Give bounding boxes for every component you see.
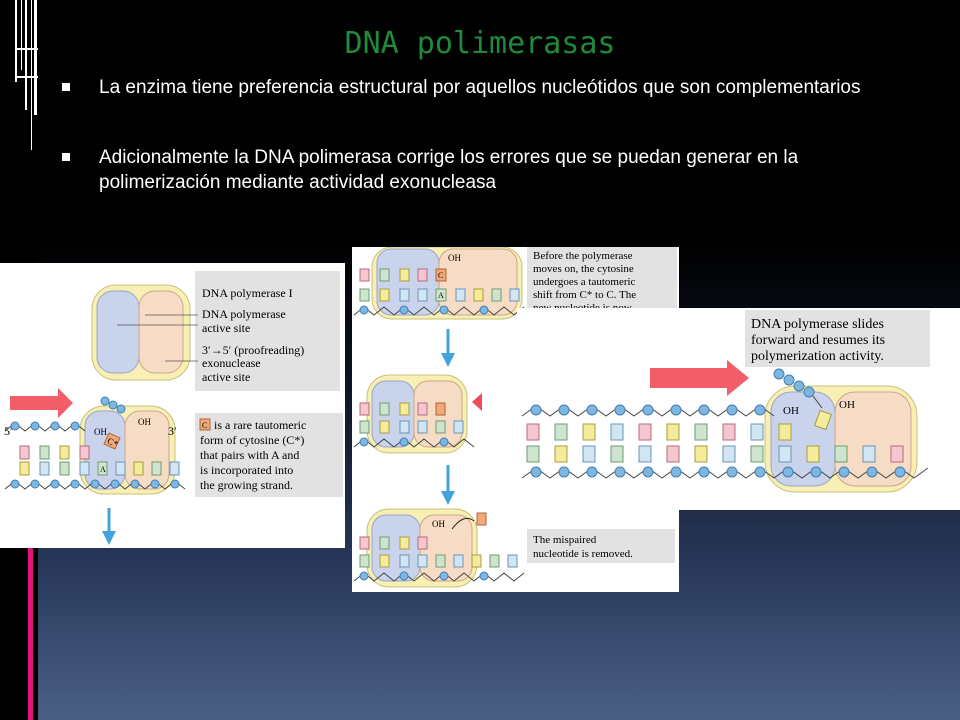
oh-label: OH [839, 399, 855, 411]
note-line: form of cytosine (C*) [200, 433, 304, 447]
dna-row-bottom [353, 536, 525, 582]
decor-line [15, 0, 17, 82]
legend-box [195, 271, 340, 391]
note-line: Before the polymerase [533, 250, 633, 262]
tautomer-swatch [199, 418, 211, 431]
note-line: shift from C* to C. The [533, 289, 636, 301]
three-prime-label: 3′ [168, 424, 177, 438]
note-line: moves on, the cytosine [533, 263, 634, 275]
bullet-text: Adicionalmente la DNA polimerasa corrige… [99, 147, 799, 193]
red-arrow-icon [650, 360, 749, 396]
down-arrow-icon [441, 491, 455, 505]
decor-line [21, 0, 22, 70]
note-line: is incorporated into [200, 463, 293, 477]
decor-line [15, 48, 38, 50]
decor-line [15, 76, 38, 78]
note-line: the growing strand. [200, 478, 293, 492]
note-line: undergoes a tautomeric [533, 276, 636, 288]
note-box [195, 413, 343, 497]
base-pairs: A [19, 445, 180, 476]
incoming-nucleotide-chain [100, 396, 126, 414]
note-line: polymerization activity. [751, 349, 884, 364]
oh-label: OH [432, 519, 445, 529]
label-dna-pol-i: DNA polymerase I [202, 286, 293, 300]
decor-line [25, 0, 27, 110]
note-box-bottom [527, 529, 675, 563]
dna-strand-bottom [521, 466, 929, 479]
decor-line [31, 0, 32, 150]
down-arrow-icon [102, 531, 116, 545]
note-line: DNA polymerase slides [751, 317, 884, 332]
label-exo-2: exonuclease [202, 356, 261, 370]
tautomer-base-label: C* [106, 436, 120, 450]
label-exo-3: active site [202, 370, 250, 384]
adenine-label: A [100, 465, 106, 474]
dna-row-middle [353, 402, 475, 448]
dna-strand-top [4, 421, 86, 432]
decor-line [34, 0, 37, 115]
label-pol-site-2: active site [202, 321, 250, 335]
bullet-square-icon [62, 83, 70, 91]
label-exo: 3′→5′ (proofreading) [202, 343, 304, 357]
figure-panel-left: DNA polymerase I DNA polymerase active s… [0, 263, 345, 548]
figure-panel-right: DNA polymerase slides forward and resume… [517, 308, 960, 510]
oh-label: OH [138, 417, 151, 427]
swatch-label: C [202, 421, 207, 430]
red-arrow-icon [472, 393, 482, 411]
dna-row-top [353, 268, 525, 316]
note-line: is a rare tautomeric [214, 418, 306, 432]
oh-label: OH [448, 253, 461, 263]
note-box-top [527, 247, 677, 309]
cytosine-label: C [438, 271, 443, 280]
oh-label: OH [783, 405, 799, 417]
accent-bar [28, 548, 33, 720]
note-line: nucleotide is removed. [533, 548, 633, 560]
figure-panel-middle: OH C A Before the polymerase moves on, t… [352, 247, 679, 592]
bullet-text: La enzima tiene preferencia estructural … [99, 77, 861, 98]
note-line: The mispaired [533, 534, 597, 546]
down-arrow-icon [441, 353, 455, 367]
note-line: forward and resumes its [751, 333, 885, 348]
base-pairs [526, 423, 904, 463]
adenine-label: A [438, 291, 444, 300]
oh-label: OH [94, 427, 107, 437]
slide-title: DNA polimerasas [344, 26, 616, 61]
dna-strand-bottom [4, 479, 186, 490]
dna-strand-top [521, 404, 775, 417]
incoming-nucleotide-chain [773, 368, 833, 431]
five-prime-label: 5′ [4, 424, 13, 438]
note-line: that pairs with A and [200, 448, 299, 462]
label-pol-site: DNA polymerase [202, 307, 286, 321]
note-box [745, 310, 930, 367]
bullet-square-icon [62, 153, 70, 161]
red-arrow-icon [10, 388, 73, 418]
